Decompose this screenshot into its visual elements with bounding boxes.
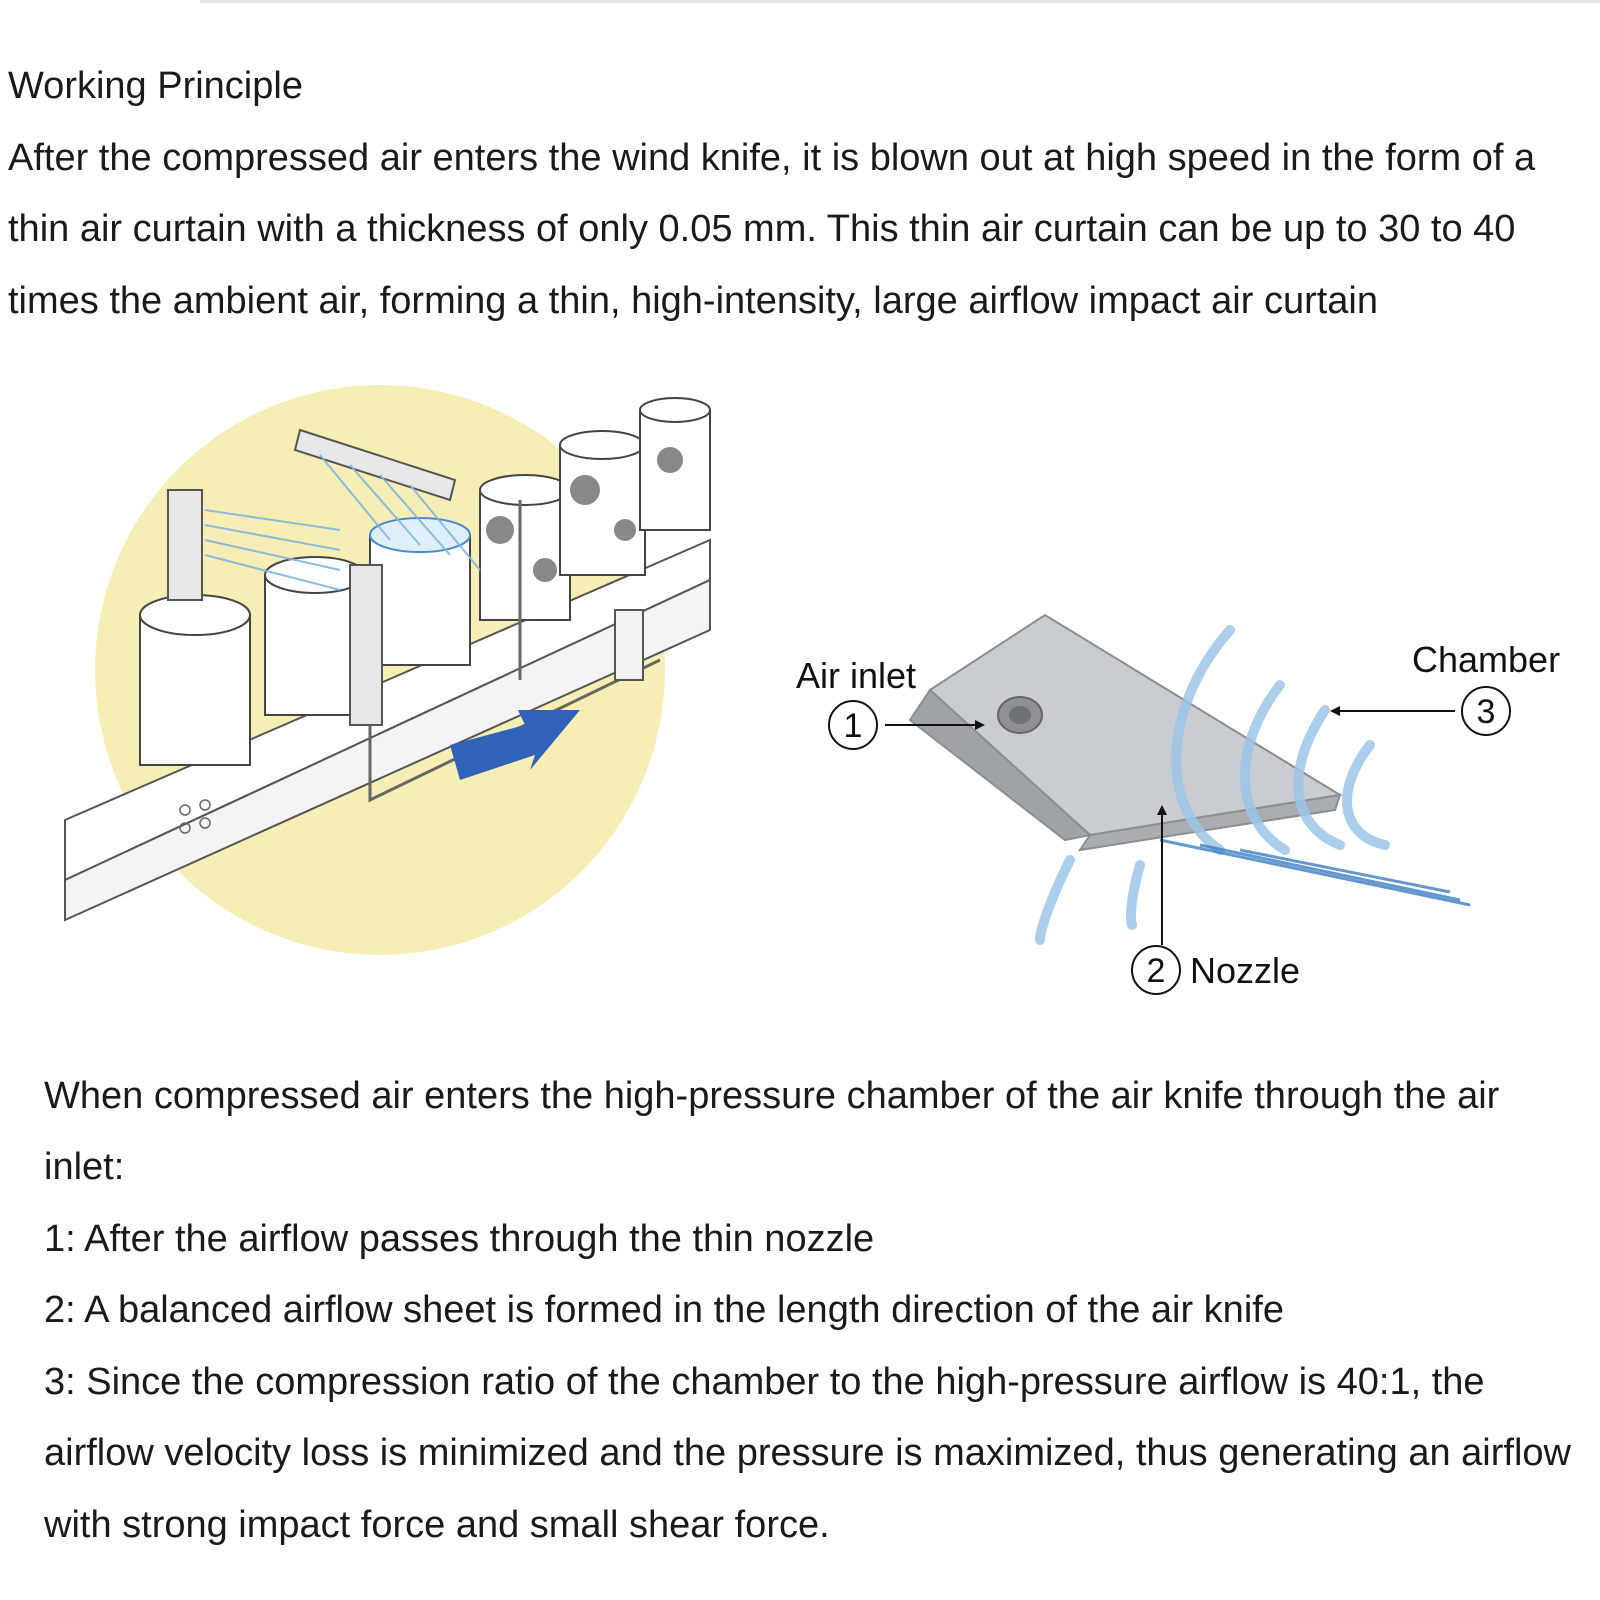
knife-front-face	[908, 688, 1093, 842]
nozzle-label: Nozzle	[1190, 950, 1300, 991]
air-inlet-port-icon	[1009, 706, 1031, 724]
air-pipe	[368, 500, 661, 803]
air-inlet-label: Air inlet	[796, 655, 916, 696]
air-inlet-number: 1	[844, 707, 863, 745]
chamber-number: 3	[1477, 693, 1496, 731]
intro-paragraph-line: thin air curtain with a thickness of onl…	[8, 208, 1516, 250]
side-air-knife	[349, 564, 383, 726]
can-dirty	[479, 474, 571, 621]
air-inlet-number-badge	[828, 700, 878, 750]
air-filter	[614, 609, 644, 681]
section-title: Working Principle	[8, 65, 303, 107]
airflow-sheet	[1159, 838, 1471, 907]
chamber-number-badge	[1461, 686, 1511, 736]
step-item: 2: A balanced airflow sheet is formed in…	[44, 1289, 1284, 1331]
can-dirty	[639, 397, 711, 531]
nozzle-number: 2	[1147, 952, 1166, 990]
top-divider	[200, 0, 1600, 3]
can-dirty	[559, 430, 646, 576]
steps-intro-line: inlet:	[44, 1146, 125, 1188]
side-air-knife	[167, 489, 203, 601]
step-item: 3: Since the compression ratio of the ch…	[44, 1361, 1485, 1403]
conveyor-illustration	[64, 385, 711, 955]
nozzle-number-badge	[1131, 945, 1181, 995]
step-item-continuation: airflow velocity loss is minimized and t…	[44, 1432, 1571, 1474]
air-streams	[204, 454, 481, 591]
steps-intro-line: When compressed air enters the high-pres…	[44, 1075, 1500, 1117]
conveyor-side	[64, 578, 711, 922]
air-knife-diagram: 1 Air inlet 3 Chamber 2 Nozzle	[796, 613, 1560, 995]
overhead-air-knife	[293, 428, 457, 502]
airflow-curves	[1035, 625, 1390, 945]
intro-paragraph-line: After the compressed air enters the wind…	[8, 137, 1536, 179]
direction-arrow-icon	[450, 710, 580, 780]
can-clean	[139, 594, 251, 766]
chamber-label: Chamber	[1412, 639, 1560, 680]
step-item-continuation: with strong impact force and small shear…	[44, 1504, 830, 1546]
step-item: 1: After the airflow passes through the …	[44, 1218, 875, 1260]
knife-underside	[1077, 793, 1342, 852]
knife-top-face	[928, 613, 1343, 837]
intro-paragraph-line: times the ambient air, forming a thin, h…	[8, 280, 1379, 322]
